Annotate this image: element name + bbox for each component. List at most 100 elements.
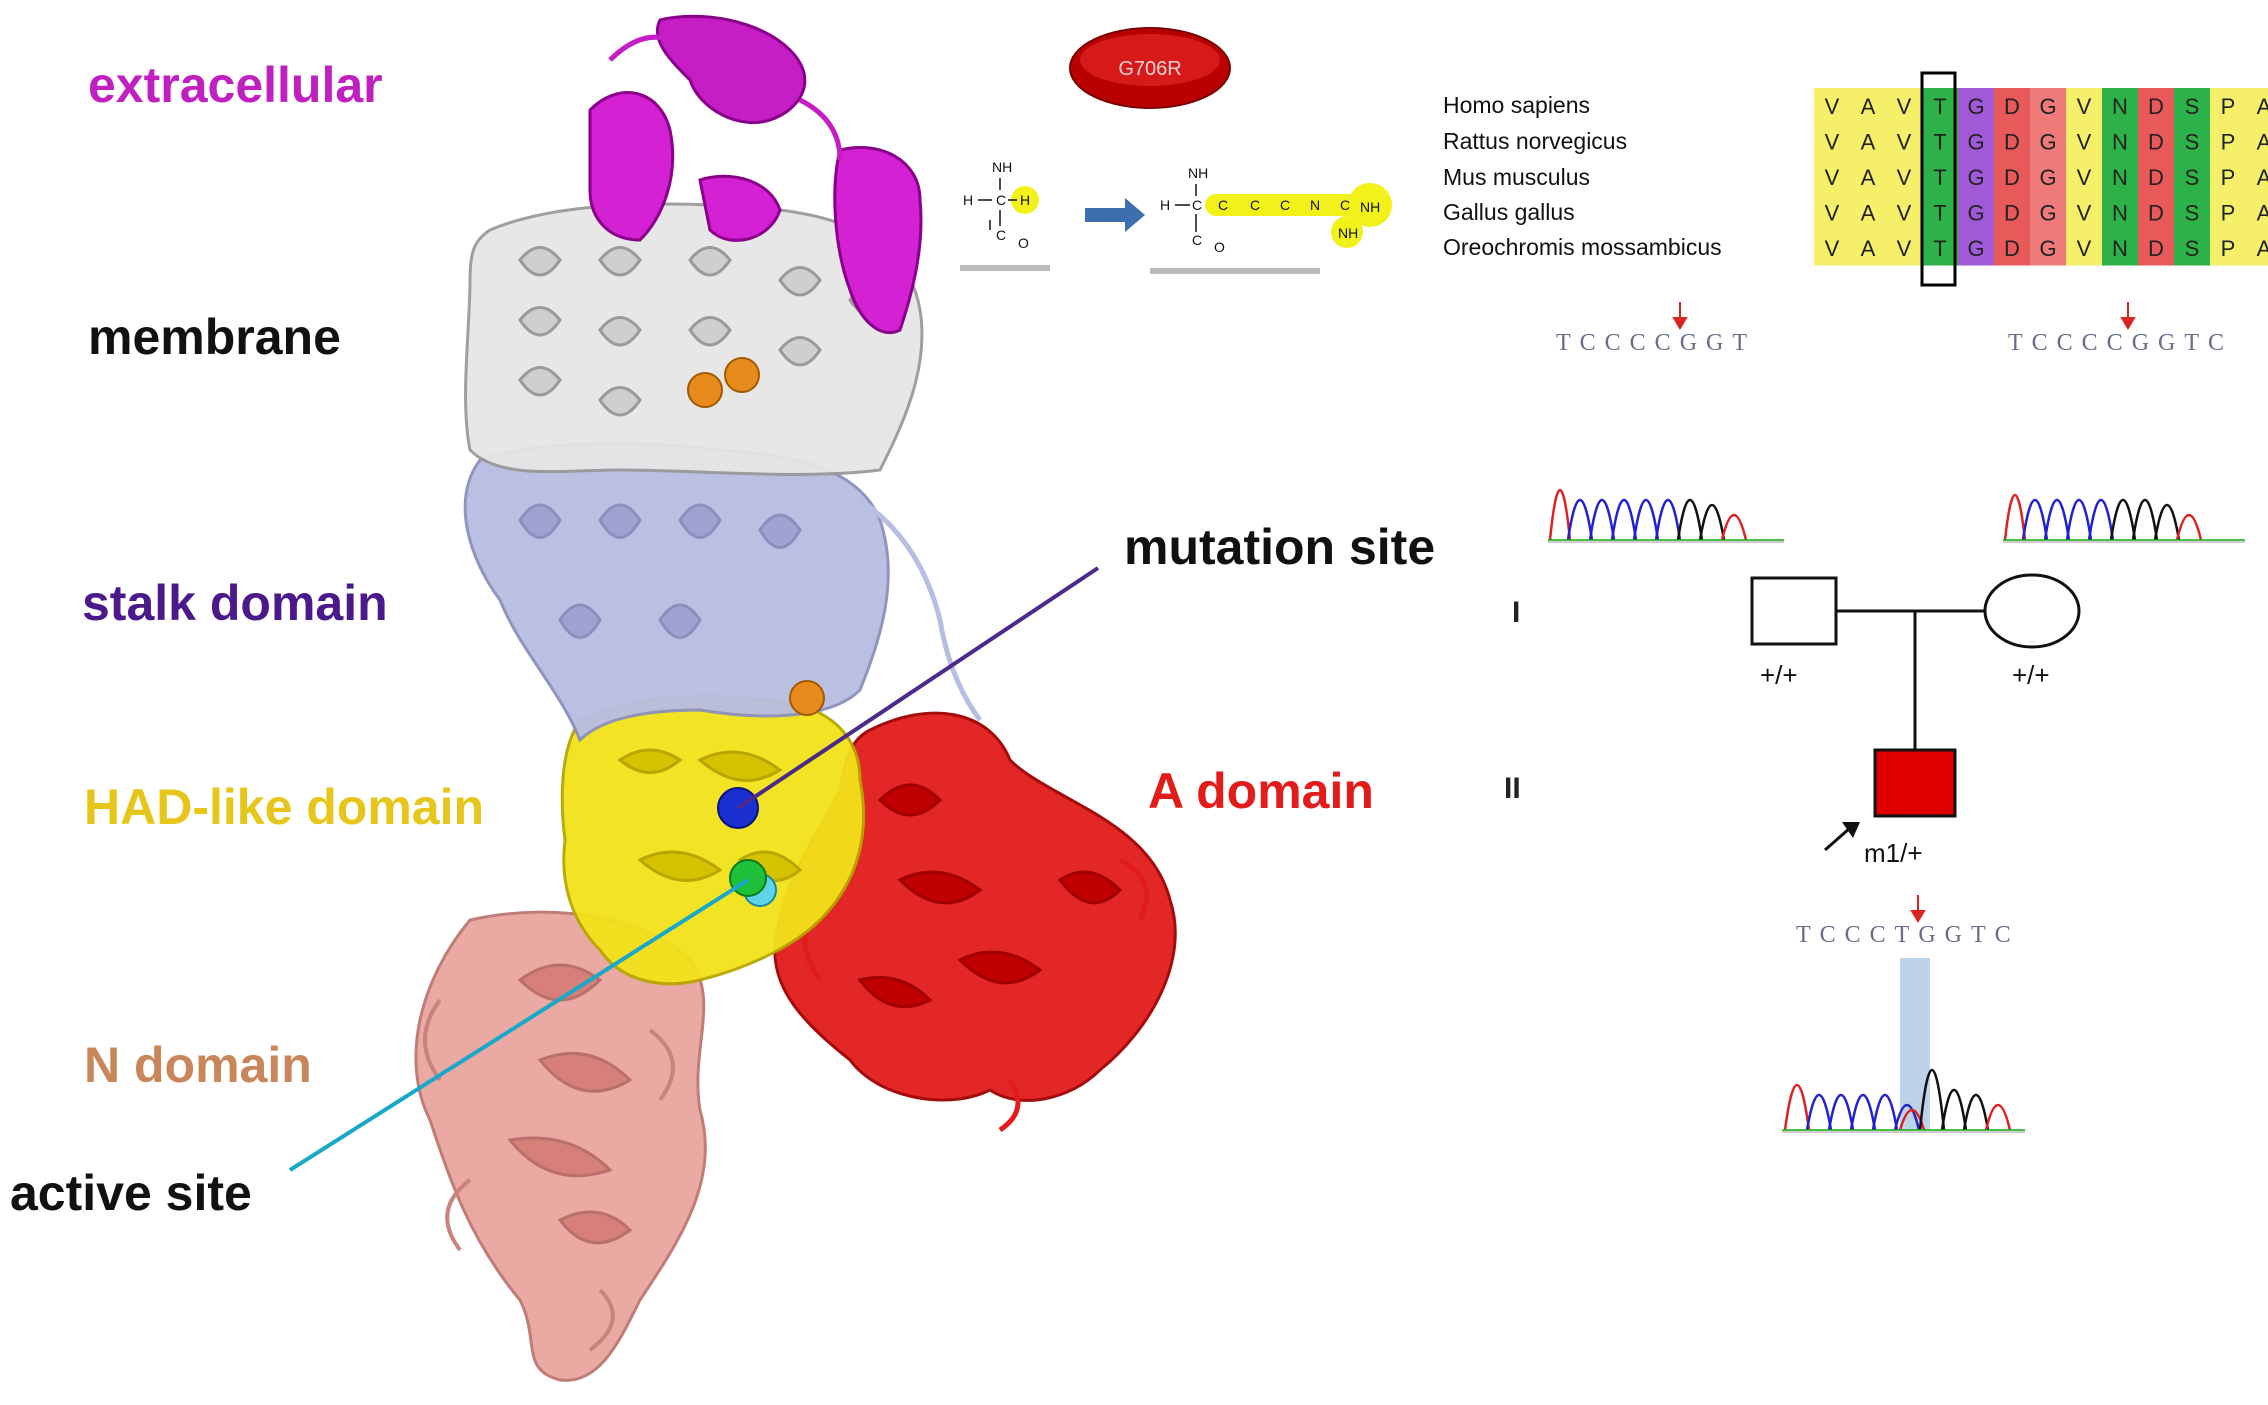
alignment-cell <box>1850 194 1886 230</box>
alignment-residue: A <box>2257 200 2268 225</box>
alignment-cell <box>2246 123 2268 159</box>
alignment-residue: V <box>1825 165 1840 190</box>
extracellular-label: extracellular <box>88 57 383 113</box>
alignment-residue: T <box>1933 129 1946 154</box>
alignment-cell <box>1958 123 1994 159</box>
alignment-cell <box>2174 123 2210 159</box>
alignment-cell <box>2210 194 2246 230</box>
glycine-h: H <box>963 192 973 208</box>
alignment-residue: P <box>2221 236 2236 261</box>
active-site-pointer <box>288 878 750 1172</box>
alignment-cell <box>2246 88 2268 124</box>
variant-highlight-band <box>1900 958 1930 1130</box>
alignment-cell <box>1886 88 1922 124</box>
alignment-residue: N <box>2112 94 2128 119</box>
generation-ii-label: II <box>1504 772 1521 805</box>
alignment-cell <box>1814 123 1850 159</box>
alignment-cell <box>2174 194 2210 230</box>
alignment-residue: V <box>2077 94 2092 119</box>
arginine-nh2-b: NH <box>1338 225 1358 241</box>
alignment-cell <box>1958 194 1994 230</box>
alignment-cell <box>2102 88 2138 124</box>
alignment-residue: D <box>2148 200 2164 225</box>
proband-arrow-icon <box>1824 822 1860 852</box>
alignment-residue: P <box>2221 94 2236 119</box>
alignment-residue: N <box>2112 236 2128 261</box>
alignment-cell <box>1850 88 1886 124</box>
alignment-residue: V <box>1897 236 1912 261</box>
alignment-residue: S <box>2185 236 2200 261</box>
arginine-c: C <box>1192 197 1202 213</box>
alignment-cell <box>1994 194 2030 230</box>
alignment-cell <box>2138 230 2174 266</box>
alignment-residue: V <box>1825 94 1840 119</box>
stalk-domain-label: stalk domain <box>82 575 388 631</box>
alignment-cell <box>1814 194 1850 230</box>
alignment-residue: S <box>2185 129 2200 154</box>
had-domain-label: HAD-like domain <box>84 779 485 835</box>
alignment-residue: A <box>1861 236 1876 261</box>
alignment-residue: T <box>1933 165 1946 190</box>
alignment-cell <box>2174 230 2210 266</box>
alignment-cell <box>2030 123 2066 159</box>
alignment-residue: T <box>1933 236 1946 261</box>
alignment-cell <box>2138 194 2174 230</box>
mother-symbol <box>1983 573 2081 649</box>
protein-structure <box>414 14 1177 1382</box>
alignment-residue: D <box>2004 94 2020 119</box>
alignment-residue: D <box>2004 200 2020 225</box>
alignment-cell <box>1994 123 2030 159</box>
alignment-residue: V <box>1897 129 1912 154</box>
alignment-residue: T <box>1933 94 1946 119</box>
alignment-cell <box>1850 123 1886 159</box>
species-name: Oreochromis mossambicus <box>1443 234 1722 260</box>
chromatogram-right <box>2003 493 2245 543</box>
alignment-cell <box>2102 159 2138 195</box>
alignment-cell <box>2102 230 2138 266</box>
sequence-arrow-icon <box>1672 302 2136 923</box>
child-genotype: m1/+ <box>1864 838 1923 868</box>
generation-i-label: I <box>1512 596 1521 629</box>
alignment-residue: V <box>2077 129 2092 154</box>
alignment-residue: G <box>2039 129 2056 154</box>
alignment-cell <box>2030 230 2066 266</box>
alignment-cell <box>2246 159 2268 195</box>
species-name: Gallus gallus <box>1443 199 1575 225</box>
alignment-residue: G <box>1967 129 1984 154</box>
alignment-residue: D <box>2148 129 2164 154</box>
mutation-badge-label: G706R <box>1118 58 1181 80</box>
alignment-residue: A <box>2257 129 2268 154</box>
alignment-cell <box>2210 123 2246 159</box>
active-site-label: active site <box>10 1165 252 1221</box>
alignment-cell <box>1850 230 1886 266</box>
alignment-cell <box>1994 88 2030 124</box>
arginine-o: O <box>1214 239 1225 255</box>
alignment-cell <box>2030 194 2066 230</box>
alignment-residue: D <box>2148 236 2164 261</box>
alignment-residue: V <box>1825 129 1840 154</box>
alignment-cell <box>2174 88 2210 124</box>
arginine-c3: C <box>1280 197 1290 213</box>
alignment-residue: T <box>1933 200 1946 225</box>
glycine-nh3: NH <box>992 159 1012 175</box>
alignment-residue: G <box>1967 165 1984 190</box>
alignment-cell <box>2066 88 2102 124</box>
alignment-residue: N <box>2112 165 2128 190</box>
glycine-structure: NH H C H C O <box>960 159 1050 271</box>
alignment-cell <box>2066 230 2102 266</box>
alignment-cell <box>2066 159 2102 195</box>
father-symbol <box>1750 576 1838 646</box>
alignment-cell <box>1886 230 1922 266</box>
alignment-residue: V <box>1825 200 1840 225</box>
alignment-cell <box>1814 230 1850 266</box>
alignment-cell <box>2174 159 2210 195</box>
alignment-residue: V <box>2077 165 2092 190</box>
alignment-residue: P <box>2221 200 2236 225</box>
sequence-read-child: TCCCTGGTC <box>1796 922 2020 948</box>
alignment-residue: V <box>1825 236 1840 261</box>
alignment-cell <box>2102 194 2138 230</box>
glycine-c2: C <box>996 227 1006 243</box>
arginine-n: N <box>1310 197 1320 213</box>
alignment-residue: V <box>1897 165 1912 190</box>
alignment-cell <box>1814 159 1850 195</box>
